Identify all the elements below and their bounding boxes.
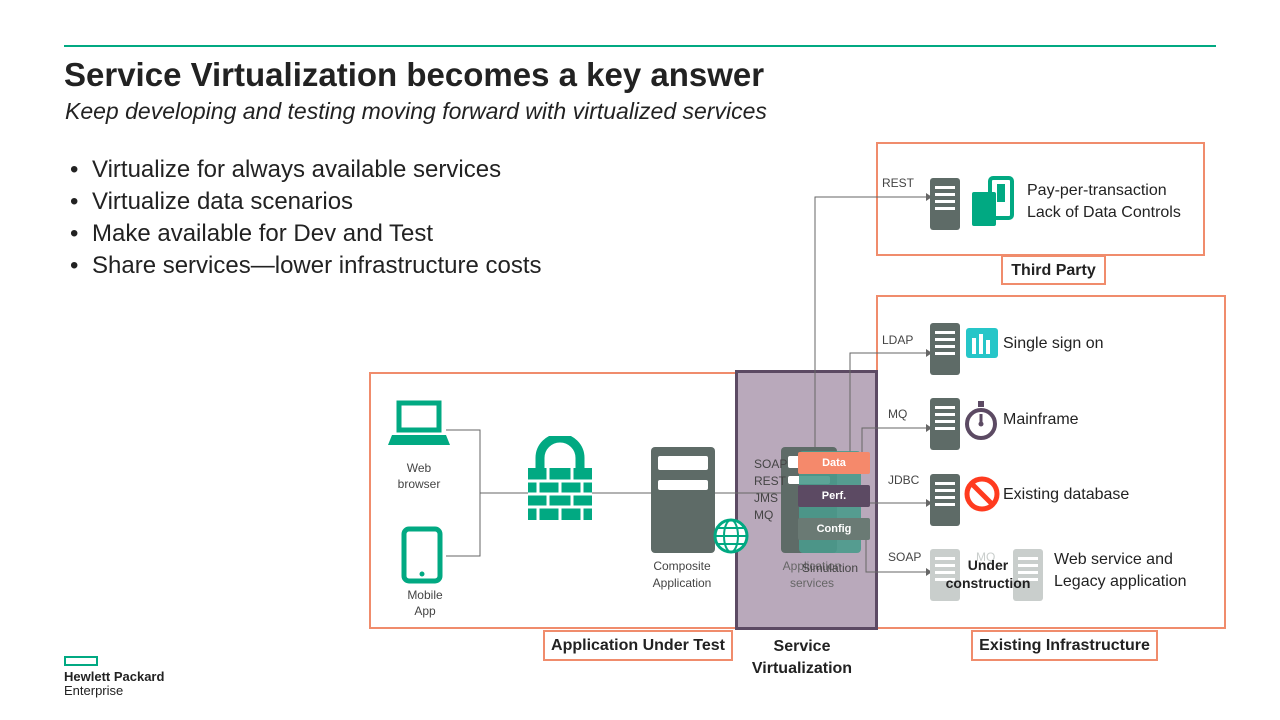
single-sign-on-icon: [966, 328, 998, 358]
soap-connector: [865, 520, 926, 573]
legacy-server-icon: [1013, 549, 1043, 601]
simulation-label: Simulation: [801, 561, 859, 575]
mobile-icon: [401, 526, 443, 584]
protocol-label: MQ: [754, 508, 774, 522]
mq-arrow: [926, 424, 932, 432]
application-services-label: Application services: [782, 559, 842, 590]
mq-protocol-label: MQ: [888, 407, 908, 421]
stopwatch-icon: [965, 401, 997, 440]
data-pill: Data: [798, 452, 870, 474]
hpe-logo-text: Hewlett Packard Enterprise: [64, 670, 164, 698]
hpe-logo-mark: [64, 656, 98, 666]
jdbc-connector: [865, 493, 926, 504]
bullet-item: •Virtualize for always available service…: [70, 156, 502, 183]
composite-application-label: Composite Application: [652, 559, 712, 590]
soap-arrow: [926, 568, 932, 576]
firewall-lock-icon: [528, 436, 592, 520]
jdbc-protocol-label: JDBC: [888, 473, 920, 487]
service-virtualization-label: Service Virtualization: [751, 638, 853, 677]
ldap-protocol-label: LDAP: [882, 333, 914, 347]
logo-line2: Enterprise: [64, 683, 124, 698]
ldap-server-icon: [930, 323, 960, 375]
protocol-label: SOAP: [754, 457, 788, 471]
application-under-test-label: Application Under Test: [543, 630, 733, 661]
rest-connector: [814, 196, 926, 460]
existing-database-text: Existing database: [1003, 486, 1130, 503]
payment-card-icon: [972, 176, 1014, 226]
logo-line1: Hewlett Packard: [64, 669, 165, 684]
aut-protocol-list: SOAP REST JMS MQ: [754, 456, 794, 524]
under-construction-label: Under construction: [945, 557, 1031, 591]
ldap-connector: [849, 352, 926, 460]
web-service-text: Web service and: [1054, 551, 1173, 568]
single-sign-on-text: Single sign on: [1003, 335, 1104, 352]
bullet-item: •Virtualize data scenarios: [70, 188, 354, 215]
faded-mq-label: MQ: [976, 550, 996, 564]
globe-icon: [713, 518, 749, 554]
soap-protocol-label: SOAP: [888, 550, 922, 564]
config-pill: Config: [798, 518, 870, 540]
rest-protocol-label: REST: [882, 176, 915, 190]
third-party-label: Third Party: [1001, 255, 1106, 285]
database-server-icon: [930, 474, 960, 526]
mq-connector: [861, 427, 926, 470]
lack-of-data-controls-text: Lack of Data Controls: [1027, 204, 1181, 221]
bullet-list: •Virtualize for always available service…: [70, 154, 541, 282]
web-service-server-icon: [930, 549, 960, 601]
protocol-label: JMS: [754, 491, 778, 505]
pay-per-transaction-text: Pay-per-transaction: [1027, 182, 1167, 199]
legacy-application-text: Legacy application: [1054, 573, 1187, 590]
mainframe-server-icon: [930, 398, 960, 450]
top-accent-line: [64, 45, 1216, 47]
ldap-arrow: [926, 349, 932, 357]
slide-subtitle: Keep developing and testing moving forwa…: [65, 98, 767, 124]
protocol-label: REST: [754, 474, 787, 488]
slide-title: Service Virtualization becomes a key ans…: [64, 56, 765, 93]
no-entry-icon: [964, 476, 1000, 512]
composite-server-icon: [651, 447, 715, 553]
web-browser-label: Web browser: [397, 461, 441, 491]
third-party-server-icon: [930, 178, 960, 230]
mobile-app-label: Mobile App: [407, 588, 443, 618]
existing-infrastructure-label: Existing Infrastructure: [971, 630, 1158, 661]
laptop-icon: [388, 400, 450, 445]
bullet-item: •Make available for Dev and Test: [70, 220, 434, 247]
rest-arrow: [926, 193, 932, 201]
jdbc-arrow: [926, 499, 932, 507]
bullet-item: •Share services—lower infrastructure cos…: [70, 252, 542, 279]
mainframe-text: Mainframe: [1003, 411, 1079, 428]
perf-pill: Perf.: [798, 485, 870, 507]
